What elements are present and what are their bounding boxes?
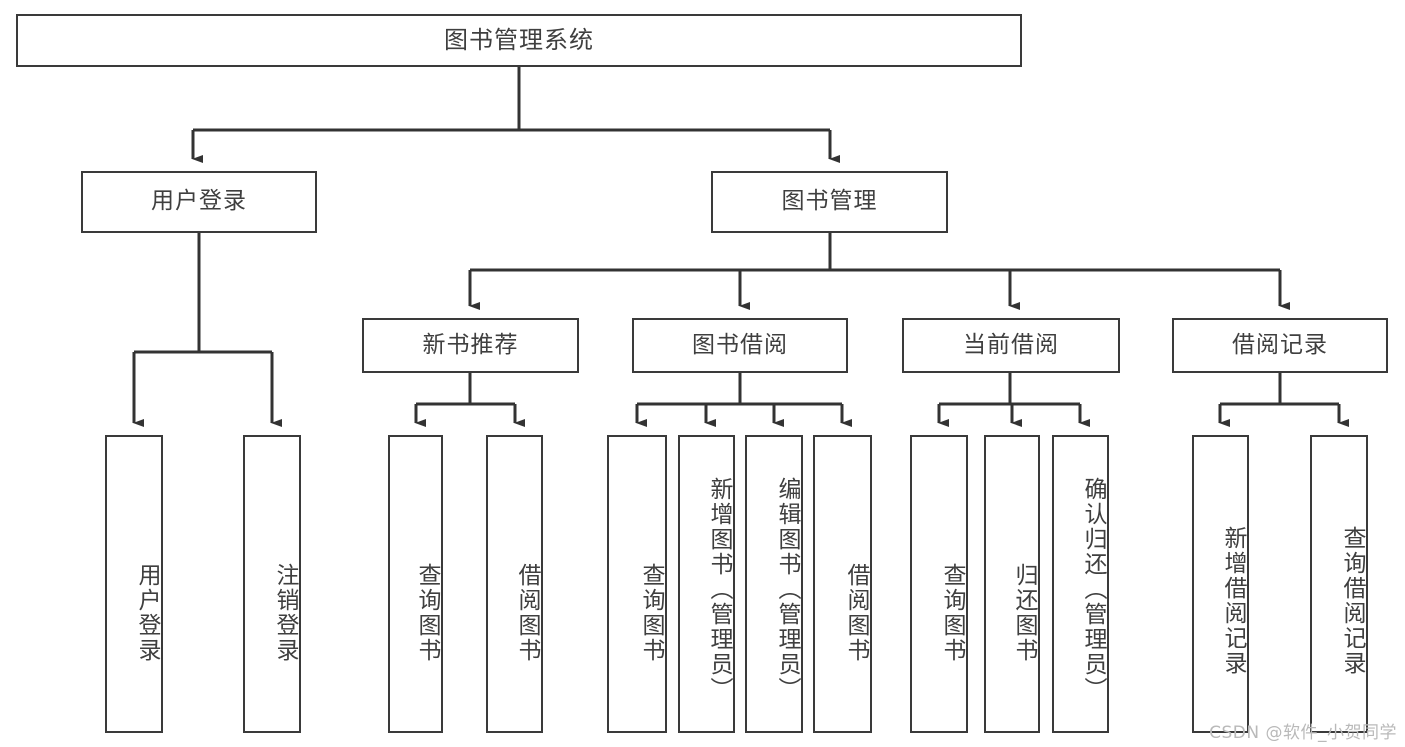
leaf-borrow-book[interactable]: 借阅图书 [813,435,872,733]
leaf-confirm-return-admin-label: 确认归还（管理员） [1080,476,1106,702]
node-book-borrow[interactable]: 图书借阅 [632,318,848,373]
leaf-borrow-book-label: 借阅图书 [843,563,869,663]
leaf-user-login-label: 用户登录 [134,563,160,663]
leaf-return-book[interactable]: 归还图书 [984,435,1040,733]
node-current-borrow-label: 当前借阅 [963,331,1059,358]
leaf-query-borrow-record[interactable]: 查询借阅记录 [1310,435,1368,733]
node-new-book-recommend[interactable]: 新书推荐 [362,318,579,373]
leaf-query-book-recommend-label: 查询图书 [414,563,440,663]
node-borrow-record[interactable]: 借阅记录 [1172,318,1388,373]
node-root[interactable]: 图书管理系统 [16,14,1022,67]
leaf-query-book-current[interactable]: 查询图书 [910,435,968,733]
node-user-login-label: 用户登录 [151,188,247,215]
leaf-edit-book-admin-label: 编辑图书（管理员） [774,476,800,702]
leaf-user-logout[interactable]: 注销登录 [243,435,301,733]
leaf-borrow-book-recommend-label: 借阅图书 [514,563,540,663]
leaf-borrow-book-recommend[interactable]: 借阅图书 [486,435,543,733]
leaf-user-logout-label: 注销登录 [272,563,298,663]
leaf-query-borrow-record-label: 查询借阅记录 [1339,526,1365,676]
node-new-book-recommend-label: 新书推荐 [422,331,519,358]
node-book-management-label: 图书管理 [781,188,878,215]
leaf-query-book-borrow[interactable]: 查询图书 [607,435,667,733]
leaf-query-book-current-label: 查询图书 [939,563,965,663]
node-book-management[interactable]: 图书管理 [711,171,948,233]
node-book-borrow-label: 图书借阅 [692,331,788,358]
leaf-confirm-return-admin[interactable]: 确认归还（管理员） [1052,435,1109,733]
leaf-user-login[interactable]: 用户登录 [105,435,163,733]
leaf-edit-book-admin[interactable]: 编辑图书（管理员） [745,435,803,733]
leaf-add-book-admin-label: 新增图书（管理员） [706,476,732,702]
node-root-label: 图书管理系统 [444,26,594,55]
node-borrow-record-label: 借阅记录 [1232,331,1328,358]
leaf-query-book-borrow-label: 查询图书 [638,563,664,663]
node-current-borrow[interactable]: 当前借阅 [902,318,1120,373]
node-user-login[interactable]: 用户登录 [81,171,317,233]
leaf-add-borrow-record-label: 新增借阅记录 [1220,526,1246,676]
leaf-add-borrow-record[interactable]: 新增借阅记录 [1192,435,1249,733]
leaf-return-book-label: 归还图书 [1011,563,1037,663]
leaf-add-book-admin[interactable]: 新增图书（管理员） [678,435,735,733]
leaf-query-book-recommend[interactable]: 查询图书 [388,435,443,733]
